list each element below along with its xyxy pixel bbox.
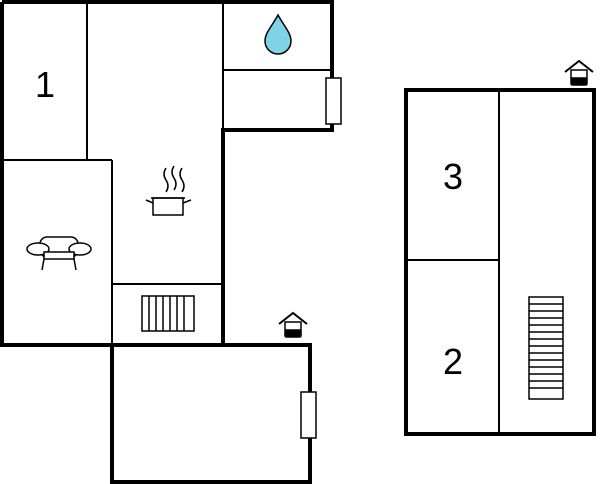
- window-icon: [300, 391, 317, 439]
- entrance-house-icon: [564, 59, 594, 86]
- right-building: [404, 88, 596, 436]
- room-label-1: 1: [35, 64, 55, 105]
- left-building-outline: [0, 0, 334, 347]
- lower-annex-outline: [110, 343, 312, 484]
- entrance-house-icon: [278, 311, 308, 338]
- sofa-icon: [26, 236, 92, 271]
- staircase-icon: [528, 296, 564, 400]
- room-label-2: 2: [443, 341, 463, 382]
- left-building-inner-walls: [2, 2, 332, 345]
- left-building-walls: [0, 0, 334, 484]
- window-icon: [325, 77, 342, 125]
- staircase-icon: [141, 295, 195, 332]
- cooking-pot-icon: [145, 165, 192, 216]
- room-label-3: 3: [443, 156, 463, 197]
- windows: [300, 77, 342, 439]
- water-drop-icon: [264, 13, 292, 55]
